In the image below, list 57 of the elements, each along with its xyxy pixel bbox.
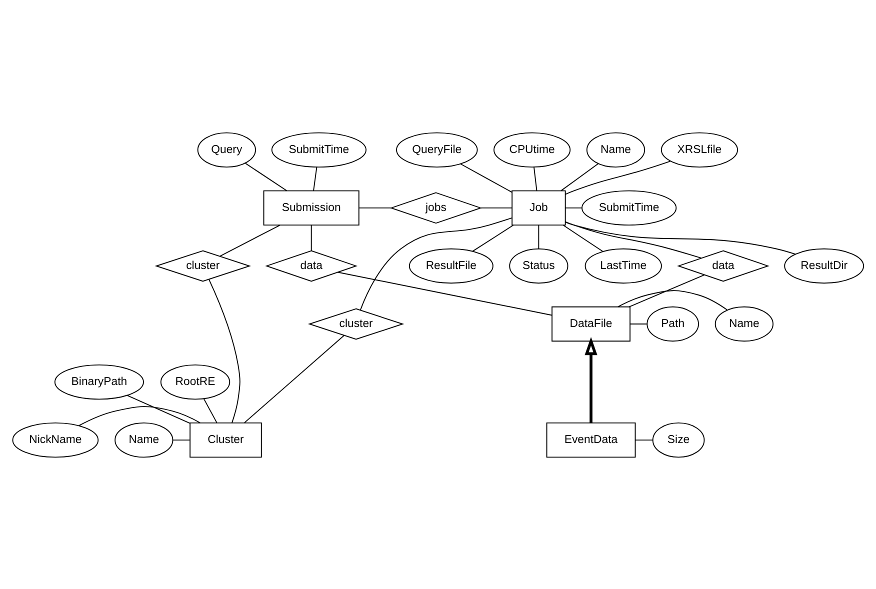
node-ellipse: Name bbox=[114, 422, 174, 458]
node-ellipse: LastTime bbox=[584, 248, 662, 284]
connector bbox=[565, 206, 583, 208]
connector bbox=[313, 166, 318, 191]
connector bbox=[360, 217, 512, 310]
node-ellipse: RootRE bbox=[160, 364, 230, 400]
connector bbox=[172, 439, 190, 440]
node-ellipse: ResultFile bbox=[408, 248, 494, 284]
connector bbox=[472, 224, 514, 252]
connector bbox=[244, 162, 288, 191]
connector bbox=[203, 398, 218, 423]
node-ellipse: Status bbox=[509, 248, 568, 284]
node-ellipse: ResultDir bbox=[784, 248, 864, 284]
connector bbox=[244, 334, 344, 423]
connector bbox=[617, 290, 728, 310]
node-box: DataFile bbox=[552, 306, 630, 342]
connector bbox=[220, 224, 280, 256]
node-ellipse: XRSLfile bbox=[660, 132, 738, 168]
connector bbox=[630, 323, 648, 324]
connector bbox=[538, 224, 540, 249]
node-box: Job bbox=[512, 190, 566, 226]
node-box: Cluster bbox=[190, 422, 262, 458]
connector bbox=[208, 278, 240, 423]
connector bbox=[126, 394, 190, 424]
connector bbox=[564, 160, 671, 194]
connector bbox=[565, 221, 796, 254]
node-diamond: jobs bbox=[390, 192, 482, 224]
connector bbox=[533, 166, 538, 191]
node-ellipse: CPUtime bbox=[493, 132, 571, 168]
node-ellipse: Name bbox=[714, 306, 774, 342]
connector bbox=[78, 406, 201, 426]
node-diamond: cluster bbox=[308, 308, 404, 340]
node-ellipse: SubmitTime bbox=[271, 132, 367, 168]
arrow bbox=[584, 336, 598, 422]
connector bbox=[480, 206, 513, 208]
connector bbox=[337, 271, 552, 316]
node-diamond: data bbox=[265, 250, 358, 282]
connector bbox=[310, 224, 312, 251]
node-ellipse: QueryFile bbox=[396, 132, 478, 168]
connector bbox=[628, 274, 706, 307]
node-ellipse: Size bbox=[652, 422, 705, 458]
node-ellipse: Name bbox=[586, 132, 646, 168]
connector bbox=[358, 206, 392, 208]
node-ellipse: SubmitTime bbox=[582, 190, 677, 226]
node-box: Submission bbox=[263, 190, 360, 226]
connector bbox=[560, 162, 599, 191]
node-ellipse: Path bbox=[646, 306, 699, 342]
connector bbox=[634, 439, 654, 440]
node-ellipse: BinaryPath bbox=[54, 364, 144, 400]
connector bbox=[460, 162, 512, 192]
node-box: EventData bbox=[546, 422, 636, 458]
node-ellipse: Query bbox=[197, 132, 256, 168]
node-diamond: cluster bbox=[154, 250, 251, 282]
node-diamond: data bbox=[677, 250, 770, 282]
connector bbox=[562, 224, 604, 252]
node-ellipse: NickName bbox=[12, 422, 99, 458]
connector bbox=[564, 220, 702, 258]
